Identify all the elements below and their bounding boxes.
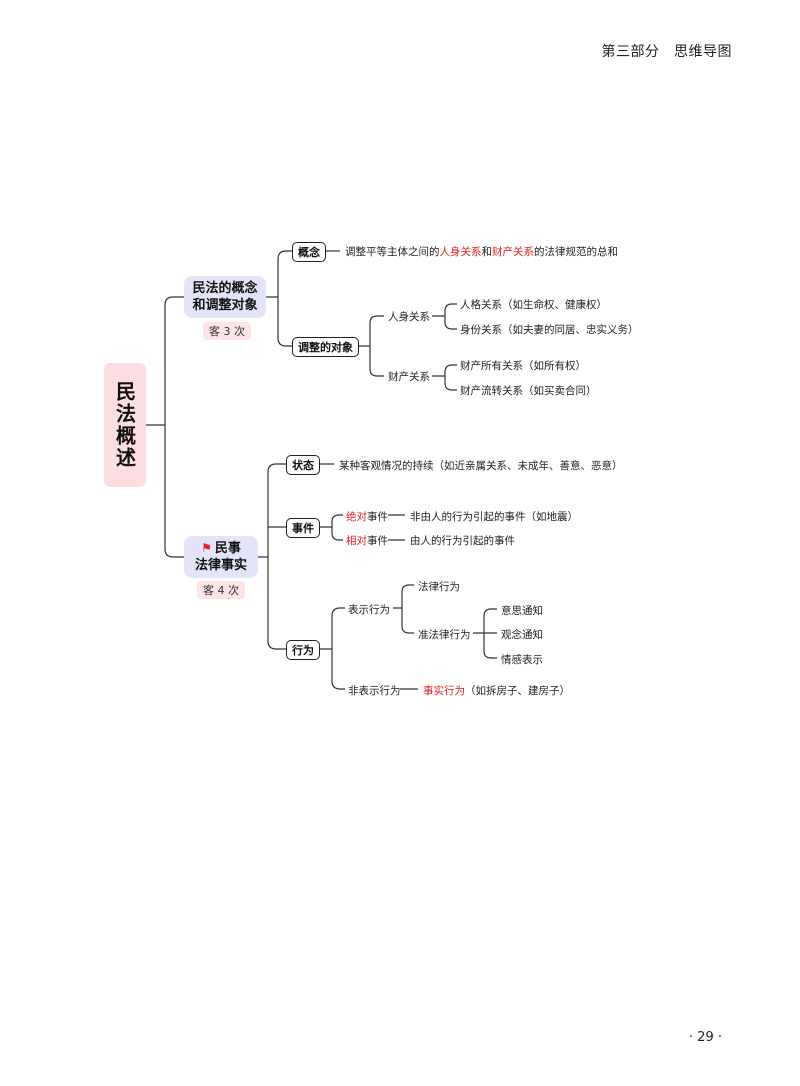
factual-act-examples: （如拆房子、建房子） bbox=[465, 685, 570, 697]
absolute-event-word: 事件 bbox=[367, 511, 388, 523]
legal-act-label: 法律行为 bbox=[418, 581, 460, 593]
absolute-red-text: 绝对 bbox=[346, 511, 367, 523]
root-node: 民法概述 bbox=[104, 363, 146, 487]
branch-fact-title-line1: 民事 bbox=[214, 541, 241, 556]
root-label: 民法概述 bbox=[112, 381, 137, 469]
factual-act-desc: 事实行为（如拆房子、建房子） bbox=[423, 683, 570, 698]
page-header: 第三部分 思维导图 bbox=[601, 44, 732, 60]
branch-concept-title-line2: 和调整对象 bbox=[192, 298, 258, 313]
relative-event-label: 相对事件 bbox=[346, 533, 388, 548]
factual-act-red: 事实行为 bbox=[423, 685, 465, 697]
concept-def-part1: 调整平等主体之间的 bbox=[345, 246, 440, 258]
branch-fact-title-line2: 法律事实 bbox=[194, 558, 247, 573]
concept-def-red2: 财产关系 bbox=[492, 246, 534, 258]
relative-event-word: 事件 bbox=[367, 535, 388, 547]
non-expressive-act-label: 非表示行为 bbox=[348, 685, 401, 697]
relative-event-desc: 由人的行为引起的事件 bbox=[410, 535, 515, 547]
absolute-event-label: 绝对事件 bbox=[346, 509, 388, 524]
branch-concept-title-line1: 民法的概念 bbox=[192, 281, 258, 296]
concept-def-part2: 的法律规范的总和 bbox=[534, 246, 618, 258]
branch-legal-fact-node: ⚑民事 法律事实 bbox=[184, 536, 258, 578]
quasi-legal-act-label: 准法律行为 bbox=[418, 629, 471, 641]
exam-count-badge: 客 3 次 bbox=[203, 322, 251, 340]
property-relation-label: 财产关系 bbox=[388, 371, 430, 383]
adjust-objects-box: 调整的对象 bbox=[292, 337, 359, 357]
relative-red-text: 相对 bbox=[346, 535, 367, 547]
personal-relation-item: 人格关系（如生命权、健康权） bbox=[460, 299, 607, 311]
property-relation-item: 财产所有关系（如所有权） bbox=[460, 360, 586, 372]
state-box: 状态 bbox=[286, 455, 320, 475]
act-box: 行为 bbox=[286, 640, 320, 660]
expressive-act-label: 表示行为 bbox=[348, 604, 390, 616]
red-flag-icon: ⚑ bbox=[201, 541, 212, 555]
event-box: 事件 bbox=[286, 518, 320, 538]
quasi-act-item: 意思通知 bbox=[501, 605, 543, 617]
branch-concept-node: 民法的概念 和调整对象 bbox=[184, 276, 266, 318]
property-relation-item: 财产流转关系（如买卖合同） bbox=[460, 385, 597, 397]
page-number: · 29 · bbox=[688, 1030, 722, 1045]
concept-box: 概念 bbox=[292, 242, 326, 262]
personal-relation-item: 身份关系（如夫妻的同居、忠实义务） bbox=[460, 324, 639, 336]
concept-def-red1: 人身关系 bbox=[439, 246, 482, 258]
personal-relation-label: 人身关系 bbox=[388, 311, 430, 323]
quasi-act-item: 情感表示 bbox=[501, 654, 543, 666]
concept-def-and: 和 bbox=[481, 246, 493, 258]
state-description: 某种客观情况的持续（如近亲属关系、未成年、善意、恶意） bbox=[339, 460, 623, 472]
quasi-act-item: 观念通知 bbox=[501, 629, 543, 641]
concept-definition: 调整平等主体之间的人身关系和财产关系的法律规范的总和 bbox=[345, 244, 618, 259]
absolute-event-desc: 非由人的行为引起的事件（如地震） bbox=[410, 511, 578, 523]
exam-count-badge: 客 4 次 bbox=[197, 581, 245, 599]
